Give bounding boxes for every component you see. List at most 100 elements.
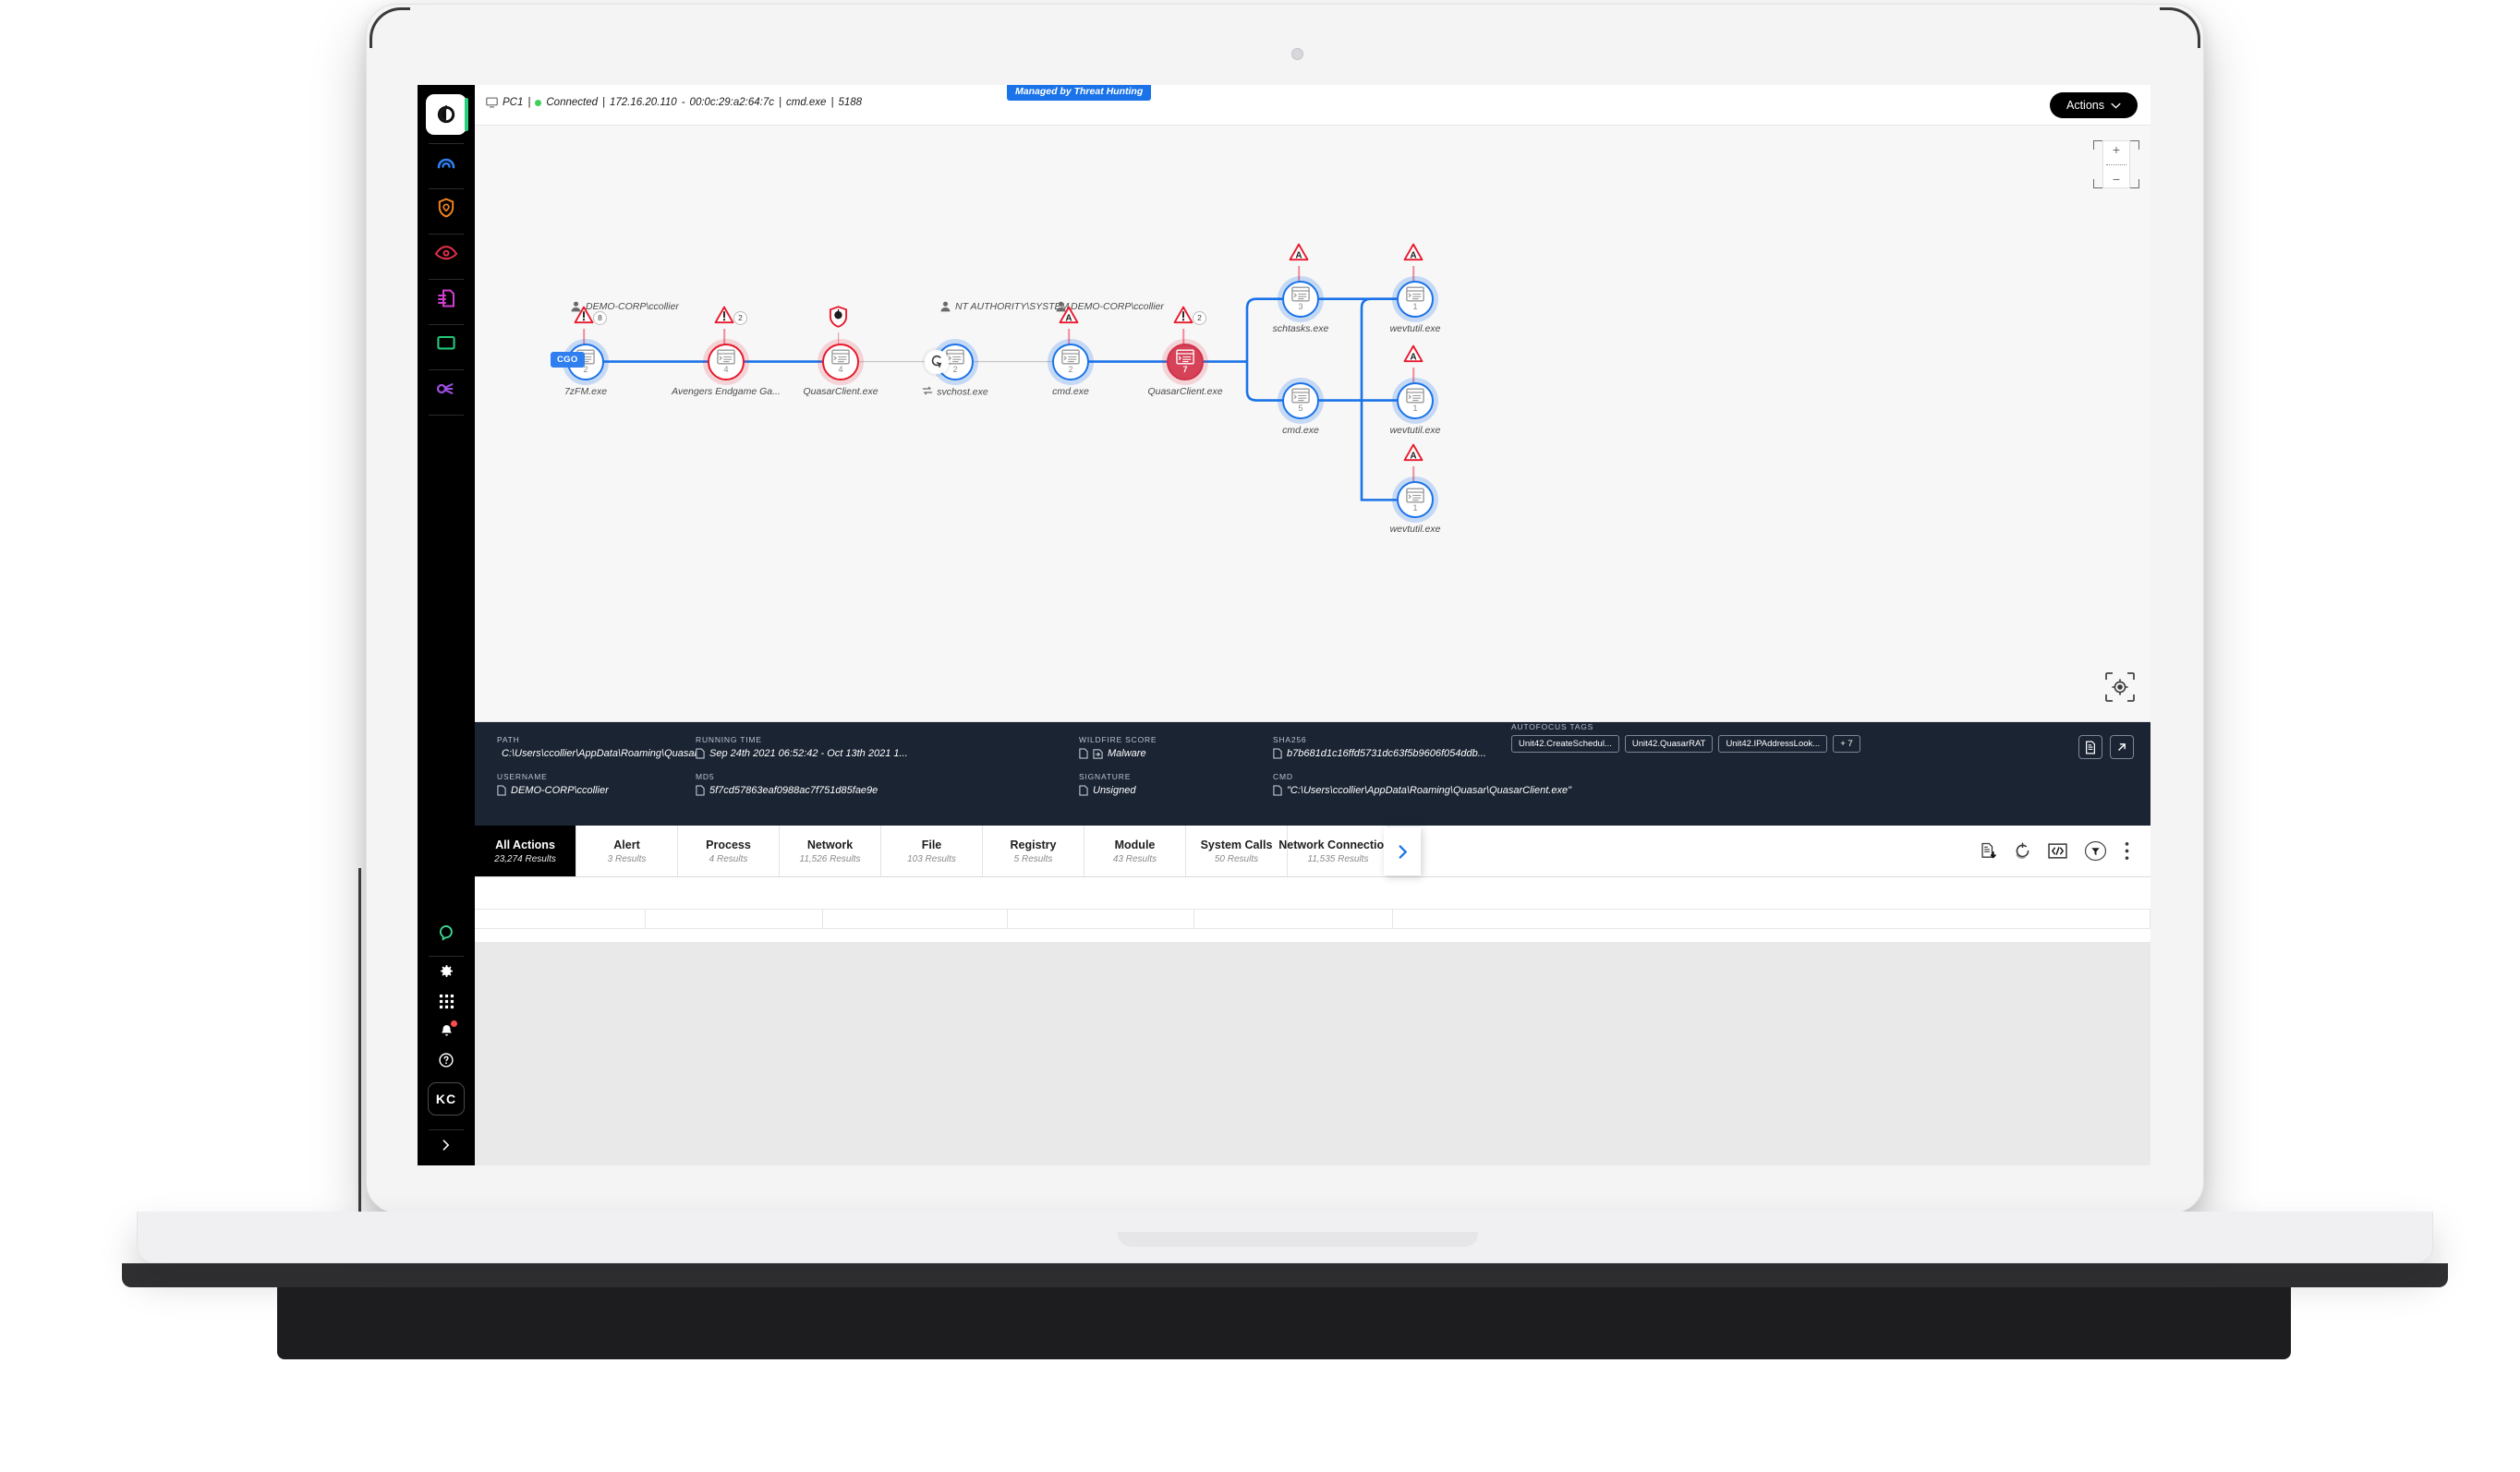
badge-connector [1412, 265, 1414, 285]
node-child-count: 5 [1298, 404, 1303, 414]
sidebar-item-incidents[interactable] [418, 190, 475, 225]
node-alert-badge[interactable]: 8 [574, 306, 607, 348]
refresh-icon [2016, 842, 2029, 859]
process-node-circle[interactable]: 7 [1167, 343, 1204, 380]
badge-connector [1298, 265, 1300, 285]
user-icon [1056, 301, 1066, 312]
tab-process[interactable]: Process 4 Results [678, 826, 780, 876]
process-node-circle[interactable]: 3 [1282, 280, 1319, 318]
open-external-button[interactable] [2110, 735, 2134, 759]
table-header-cell[interactable] [646, 910, 823, 928]
file-icon [1273, 785, 1282, 796]
help-icon [439, 1053, 454, 1068]
tab-all-actions[interactable]: All Actions 23,274 Results [475, 826, 576, 876]
table-header-cell[interactable] [475, 910, 646, 928]
process-node-label: wevtutil.exe [1389, 524, 1441, 536]
sidebar-item-investigation[interactable] [418, 235, 475, 271]
notifications-button[interactable] [418, 1016, 475, 1045]
node-alert-badge[interactable]: 2 [1173, 306, 1206, 348]
cgo-badge: CGO [551, 351, 585, 368]
cortex-logo-icon [437, 104, 455, 124]
autofocus-tag[interactable]: Unit42.QuasarRAT [1624, 735, 1714, 753]
node-alert-badge[interactable]: A [1403, 344, 1424, 387]
node-alert-badge[interactable]: A [1403, 243, 1424, 285]
loop-icon [923, 386, 933, 394]
help-button[interactable] [418, 1045, 475, 1075]
user-avatar[interactable]: KC [428, 1082, 465, 1116]
apps-grid-button[interactable] [418, 986, 475, 1016]
process-node-circle[interactable]: 2 [1052, 343, 1089, 380]
autofocus-more-tags[interactable]: + 7 [1833, 735, 1860, 753]
zoom-out-button[interactable]: − [2112, 172, 2121, 187]
table-header-cell[interactable] [1008, 910, 1194, 928]
tab-alert[interactable]: Alert 3 Results [576, 826, 678, 876]
node-alert-badge[interactable] [829, 305, 848, 352]
kebab-menu-button[interactable] [2124, 841, 2130, 861]
filter-button[interactable] [2084, 839, 2107, 863]
process-node-circle[interactable]: 5 [1282, 381, 1319, 419]
badge-connector [723, 328, 725, 348]
tabs-next-button[interactable] [1384, 827, 1421, 875]
process-node-circle[interactable]: 1 [1397, 280, 1434, 318]
actions-button[interactable]: Actions [2050, 92, 2138, 118]
process-node-circle[interactable]: 4 [708, 343, 745, 380]
zoom-in-button[interactable]: + [2112, 142, 2121, 157]
results-table [475, 877, 2150, 942]
node-alert-badge[interactable]: A [1289, 243, 1309, 285]
autofocus-tag[interactable]: Unit42.CreateSchedul... [1511, 735, 1619, 753]
detail-field-text: Malware [1108, 748, 1146, 759]
tab-module[interactable]: Module 43 Results [1084, 826, 1186, 876]
refresh-button[interactable] [2014, 842, 2031, 860]
autofocus-tag[interactable]: Unit42.IPAddressLook... [1718, 735, 1828, 753]
monitor-icon [437, 335, 455, 350]
tab-network-connections[interactable]: Network Connections 11,535 Results [1278, 826, 1398, 876]
alert-count-badge: 2 [733, 310, 747, 325]
cortex-logo[interactable] [426, 94, 468, 135]
zoom-bracket [2130, 179, 2139, 188]
rail-divider [429, 234, 464, 235]
node-child-count: 7 [1182, 365, 1188, 375]
tab-file[interactable]: File 103 Results [881, 826, 983, 876]
process-pid: 5188 [838, 97, 863, 108]
settings-button[interactable] [418, 957, 475, 986]
rail-divider [429, 143, 464, 144]
tab-network[interactable]: Network 11,526 Results [780, 826, 881, 876]
process-node-circle[interactable]: 4 [822, 343, 859, 380]
node-alert-badge[interactable]: 2 [714, 306, 747, 348]
bezel-corner-top-left [370, 7, 410, 48]
process-node-circle[interactable]: 1 [1397, 481, 1434, 519]
zoom-slider-track[interactable] [2106, 163, 2126, 165]
zoom-control[interactable]: + − [2102, 140, 2130, 188]
tab-result-count: 4 Results [709, 853, 748, 864]
node-child-count: 1 [1412, 302, 1418, 312]
tab-registry[interactable]: Registry 5 Results [983, 826, 1084, 876]
code-view-button[interactable] [2048, 843, 2067, 859]
tab-label: Network [806, 838, 854, 851]
tab-result-count: 43 Results [1112, 853, 1157, 864]
sidebar-item-assets[interactable] [418, 371, 475, 406]
center-graph-button[interactable] [2104, 671, 2136, 703]
node-alert-badge[interactable]: A [1059, 306, 1079, 348]
file-icon [696, 785, 705, 796]
sidebar-item-rules[interactable] [418, 281, 475, 316]
webcam [1291, 48, 1303, 60]
main-content: Managed by Threat Hunting PC1 | Connecte… [475, 85, 2150, 1165]
table-header-cell[interactable] [1393, 910, 2150, 928]
badge-connector [1068, 328, 1070, 348]
sidebar-item-dashboard[interactable] [418, 145, 475, 180]
ask-button[interactable] [418, 918, 475, 947]
table-header-cell[interactable] [1194, 910, 1393, 928]
node-alert-badge[interactable]: A [1403, 443, 1424, 487]
table-header-cell[interactable] [823, 910, 1008, 928]
expand-rail-button[interactable] [418, 1130, 475, 1160]
svg-text:A: A [1065, 313, 1072, 323]
tab-system-calls[interactable]: System Calls 50 Results [1186, 826, 1288, 876]
copy-details-button[interactable] [2078, 735, 2102, 759]
sidebar-item-endpoints[interactable] [418, 326, 475, 361]
export-button[interactable] [1980, 842, 1997, 860]
detail-field-label: RUNNING TIME [696, 735, 762, 744]
process-node-circle[interactable]: 1 [1397, 381, 1434, 419]
alert-count-badge: 8 [593, 310, 607, 325]
file-icon [696, 748, 705, 759]
